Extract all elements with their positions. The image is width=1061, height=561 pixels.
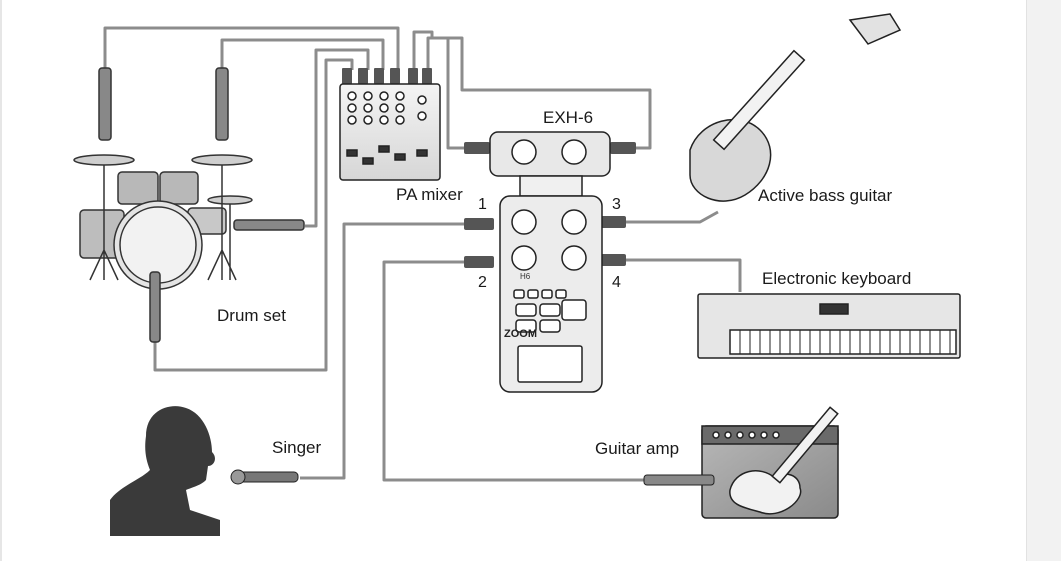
- drum-set: [73, 67, 305, 343]
- overhead-mic-left: [98, 67, 112, 141]
- cable-overhead-left: [103, 26, 400, 70]
- cable-bass: [600, 210, 719, 224]
- label-keyboard: Electronic keyboard: [762, 269, 912, 288]
- cable-amp: [382, 260, 646, 482]
- port-2: 2: [478, 274, 487, 291]
- label-singer: Singer: [272, 438, 322, 457]
- label-drums: Drum set: [217, 306, 286, 325]
- plugs: [342, 68, 636, 268]
- label-pa-mixer: PA mixer: [396, 185, 463, 204]
- bass-guitar: [689, 13, 902, 202]
- cables: [103, 26, 742, 482]
- cable-snare: [305, 48, 370, 228]
- cable-singer: [300, 222, 468, 480]
- recorder-model: H6: [520, 272, 531, 281]
- left-border: [0, 0, 2, 561]
- amp-mic: [643, 474, 715, 486]
- label-bass: Active bass guitar: [758, 186, 893, 205]
- port-3: 3: [612, 196, 621, 213]
- recorder-brand: ZOOM: [504, 328, 537, 340]
- guitar-amp: [701, 406, 839, 519]
- label-exh6: EXH-6: [543, 108, 594, 127]
- singer-silhouette: [110, 406, 220, 536]
- cable-overhead-right: [220, 38, 385, 70]
- h6-recorder: [499, 195, 603, 393]
- kick-mic: [149, 271, 161, 343]
- electronic-keyboard: [697, 293, 961, 359]
- overhead-mic-right: [215, 67, 229, 141]
- label-amp: Guitar amp: [595, 439, 680, 458]
- snare-mic: [233, 219, 305, 231]
- cable-keyboard: [600, 258, 742, 292]
- exh6-module: [489, 131, 611, 197]
- port-4: 4: [612, 274, 621, 291]
- right-margin: [1026, 0, 1061, 561]
- pa-mixer: [339, 83, 441, 181]
- cable-mixer-out-r: [426, 36, 652, 150]
- cable-kick: [153, 58, 354, 372]
- port-1: 1: [478, 196, 487, 213]
